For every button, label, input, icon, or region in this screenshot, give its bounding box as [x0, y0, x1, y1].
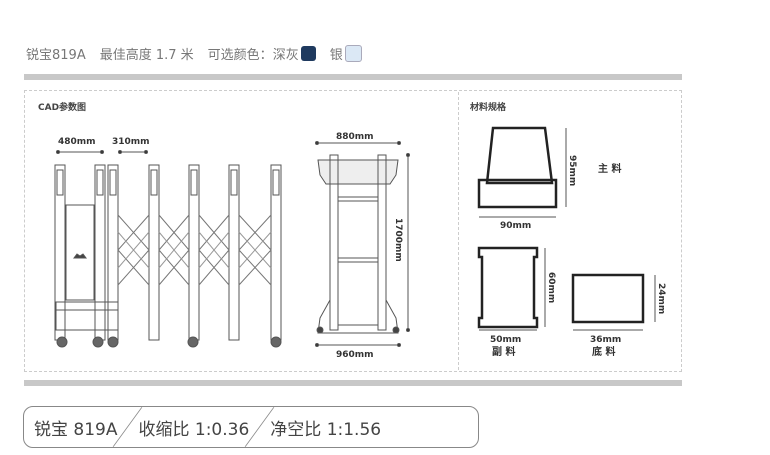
secondary-height: 60mm [546, 272, 556, 303]
color-name-dark-gray: 深灰 [272, 48, 299, 63]
spec-shrink-ratio: 收缩比 1:0.36 [138, 419, 250, 440]
cad-title: CAD参数图 [38, 103, 87, 113]
product-header: 锐宝819A 最佳高度 1.7 米 可选颜色： 深灰 银 [26, 44, 376, 63]
dim-base-width: 960mm [336, 350, 374, 360]
main-label: 主 料 [598, 162, 621, 175]
color-name-silver: 银 [329, 48, 343, 63]
swatch-dark-gray[interactable] [300, 46, 316, 61]
model-name: 锐宝819A [26, 48, 86, 63]
section-divider [458, 92, 459, 370]
bottom-divider-bar [24, 380, 682, 386]
colors-label: 可选颜色： [207, 48, 273, 63]
color-options: 可选颜色： 深灰 银 [208, 44, 376, 63]
secondary-label: 副 料 [492, 345, 515, 358]
main-width: 90mm [500, 221, 531, 231]
bottom-width: 36mm [590, 335, 621, 345]
drawing-frame [24, 90, 682, 372]
swatch-silver[interactable] [344, 45, 362, 62]
dim-height: 1700mm [393, 218, 403, 262]
bottom-label: 底 料 [592, 345, 615, 358]
secondary-width: 50mm [490, 335, 521, 345]
spec-model: 锐宝 819A [34, 419, 118, 440]
spec-strip: 锐宝 819A 收缩比 1:0.36 净空比 1:1.56 [23, 406, 479, 448]
top-divider-bar [24, 74, 682, 80]
best-height: 最佳高度 1.7 米 [99, 48, 194, 63]
dim-open-panel: 480mm [58, 137, 96, 147]
materials-title: 材料规格 [470, 103, 507, 113]
bottom-height: 24mm [656, 283, 666, 314]
dim-panel-gap: 310mm [112, 137, 150, 147]
main-height: 95mm [567, 155, 577, 186]
spec-clearance-ratio: 净空比 1:1.56 [270, 419, 382, 440]
dim-top-width: 880mm [336, 132, 374, 142]
